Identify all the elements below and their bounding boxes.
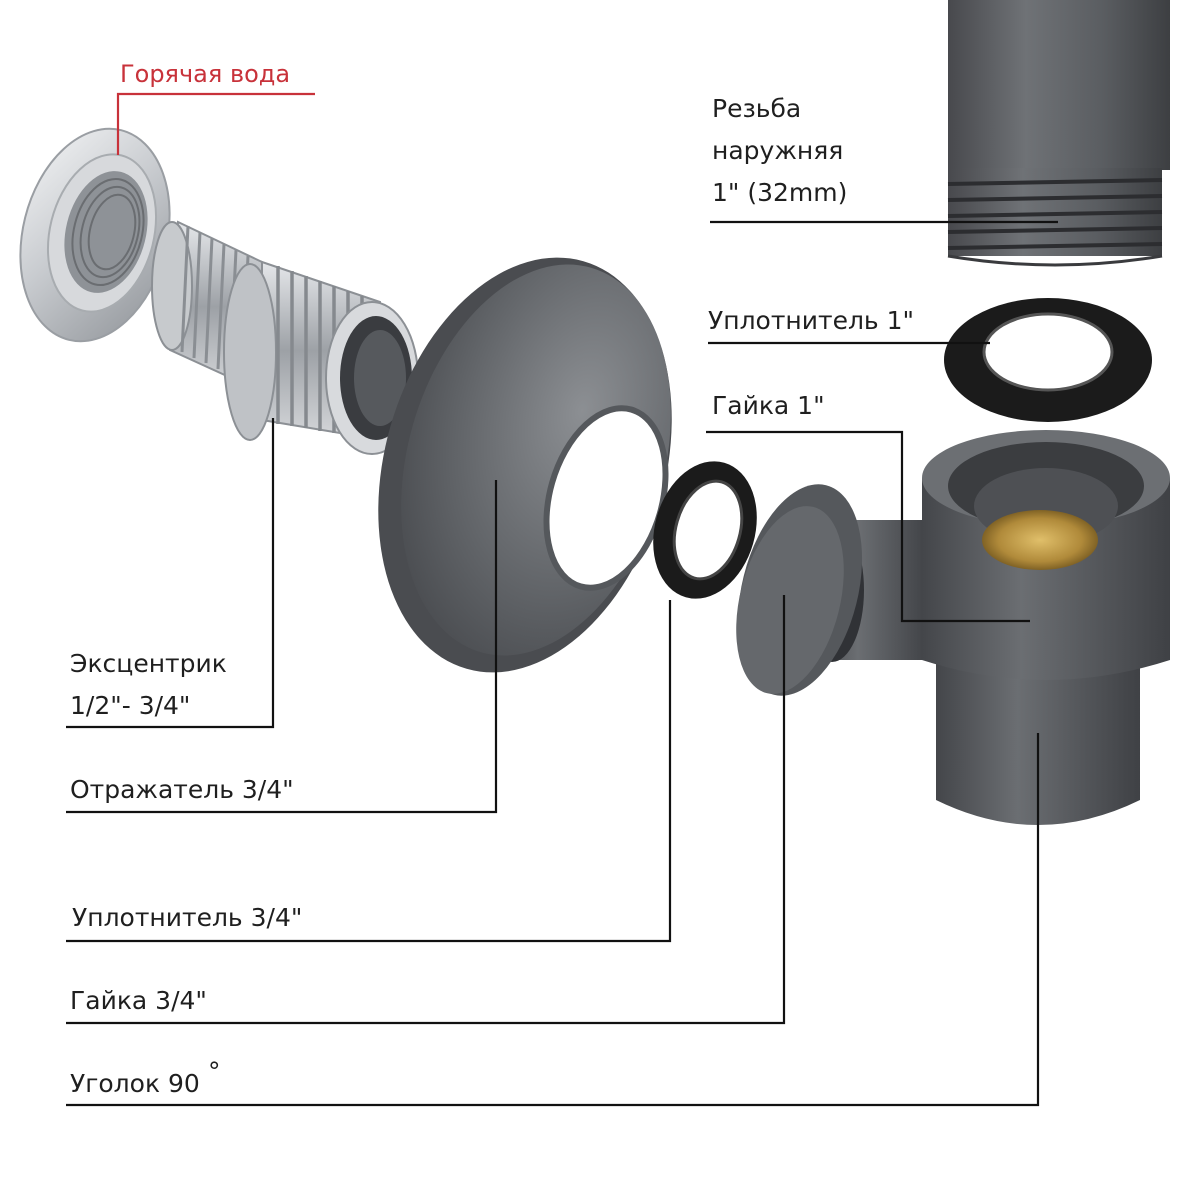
seal-one-inch bbox=[944, 298, 1152, 422]
leader-eccentric bbox=[66, 418, 275, 729]
leader-nut-34 bbox=[66, 595, 786, 1025]
seal-three-quarter bbox=[653, 461, 757, 599]
label-nut-34: Гайка 3/4" bbox=[70, 986, 207, 1015]
leader-elbow bbox=[66, 733, 1040, 1107]
label-eccentric-line1: Эксцентрик bbox=[70, 649, 227, 678]
label-seal-34: Уплотнитель 3/4" bbox=[72, 903, 302, 932]
leader-lines bbox=[66, 92, 1058, 1107]
leader-nut-1 bbox=[706, 430, 1030, 623]
elbow-fitting bbox=[736, 430, 1170, 825]
label-nut-1: Гайка 1" bbox=[712, 391, 825, 420]
label-elbow: Уголок 90 bbox=[70, 1069, 200, 1098]
label-reflector: Отражатель 3/4" bbox=[70, 775, 294, 804]
leader-hot-water bbox=[116, 92, 315, 155]
label-hot-water: Горячая вода bbox=[120, 60, 290, 88]
leader-seal-34 bbox=[66, 600, 672, 943]
wall-flange bbox=[19, 127, 171, 343]
leader-reflector bbox=[66, 480, 498, 814]
label-thread-line3: 1" (32mm) bbox=[712, 178, 847, 207]
label-seal-1: Уплотнитель 1" bbox=[708, 306, 914, 335]
label-eccentric-line2: 1/2"- 3/4" bbox=[70, 691, 190, 720]
upper-pipe bbox=[947, 0, 1170, 267]
label-thread-line1: Резьба bbox=[712, 94, 801, 123]
label-thread-line2: наружняя bbox=[712, 136, 843, 165]
reflector-disc bbox=[378, 257, 672, 673]
label-elbow-degree: ° bbox=[208, 1057, 221, 1086]
eccentric-adapter bbox=[151, 220, 419, 455]
